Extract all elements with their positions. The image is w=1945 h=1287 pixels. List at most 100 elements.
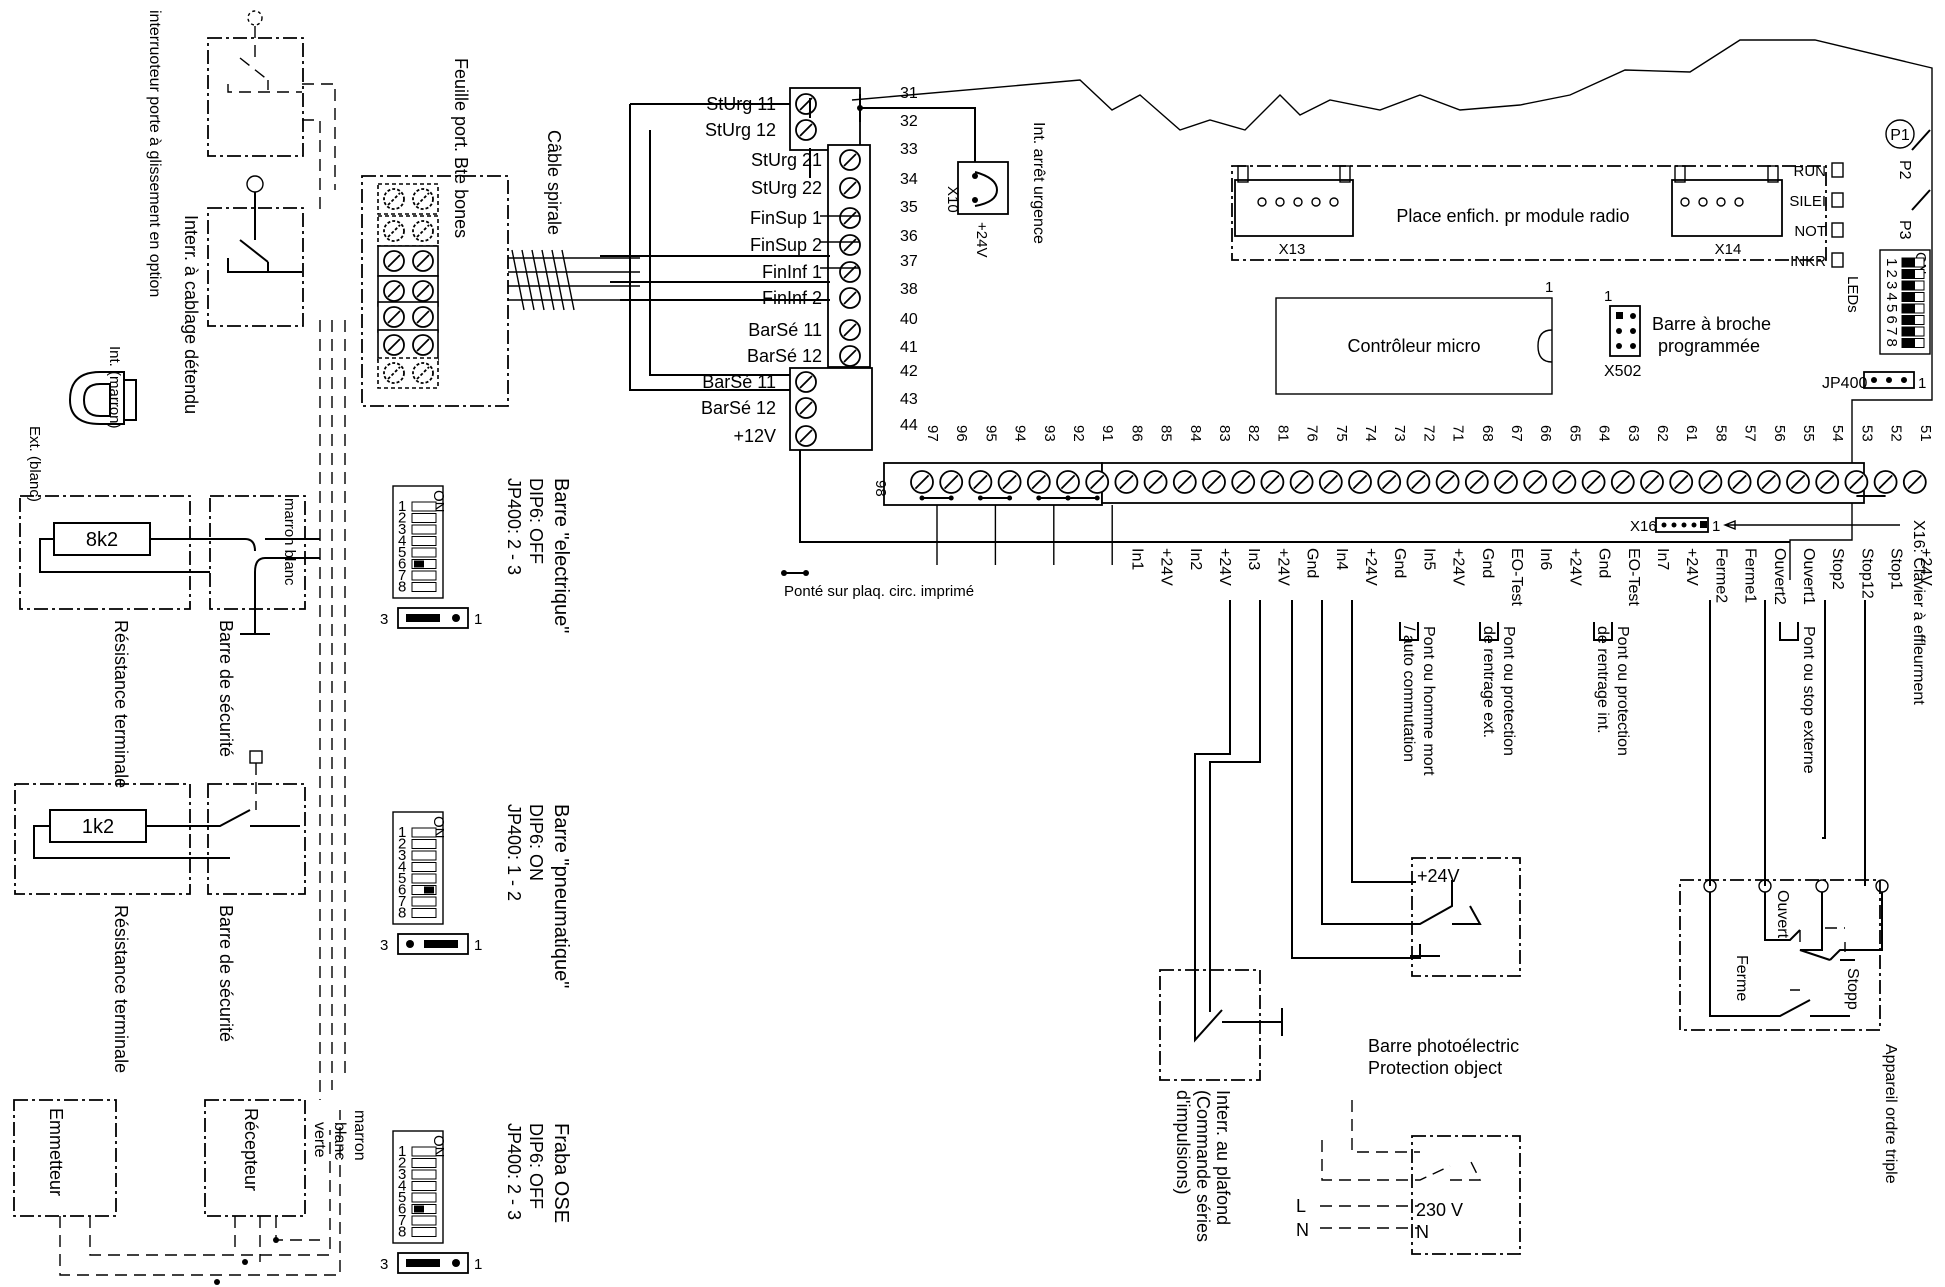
bottom-terminal-85: 85+24V (1143, 425, 1175, 586)
ponte-legend: Ponté sur plaq. circ. imprimé (781, 570, 974, 600)
terminal-label: +24V (1566, 548, 1583, 586)
terminal-number: 41 (900, 339, 918, 356)
screw-terminal (795, 397, 817, 419)
terminal-number: 31 (900, 85, 918, 102)
terminal-number: 84 (1187, 425, 1204, 442)
x16-desc: X16: Clavier à effleurment (1910, 520, 1927, 705)
pcb-outline (799, 39, 1933, 580)
terminal-label: In3 (1245, 548, 1262, 570)
screw-terminal (839, 345, 861, 367)
bumper-switch-icon: Int. (marron) Ext. (blanc) (26, 346, 137, 502)
bottom-terminal-92: 92 (1056, 425, 1087, 494)
terminal-label: In2 (1187, 548, 1204, 570)
dip-number: 3 (398, 1166, 406, 1183)
screw-terminal (968, 470, 993, 494)
mode-jp: JP400: 2 - 3 (504, 478, 524, 575)
terminal-number: 37 (900, 253, 918, 270)
terminal-number: 33 (900, 141, 918, 158)
dip-number: 8 (398, 579, 406, 596)
terminal-label-2: Résistance terminale (111, 905, 131, 1073)
p1-label: P1 (1890, 127, 1910, 144)
terminal-35: FinSup 135 (750, 199, 918, 229)
terminal-label: +24V (1362, 548, 1379, 586)
screw-terminal (383, 334, 405, 356)
screw-terminal (1786, 470, 1810, 494)
screw-terminal (412, 334, 434, 356)
screw-terminal (1260, 470, 1285, 494)
screw-terminal (383, 362, 405, 384)
dip-number: 1 (398, 1143, 406, 1160)
led-icon (1831, 192, 1844, 208)
screw-terminal (1698, 470, 1723, 494)
terminal-number: 36 (900, 228, 918, 245)
bottom-terminal-94: 94 (997, 425, 1029, 494)
n-label: N (1416, 1222, 1429, 1242)
terminal-label: BarSé 12 (701, 398, 776, 418)
terminal-number: 93 (1041, 425, 1058, 442)
terminal-number: 54 (1829, 425, 1846, 442)
terminal-label: BarSé 11 (702, 372, 776, 392)
screw-terminal (1494, 470, 1518, 494)
terminal-number: 56 (1771, 425, 1788, 442)
screw-terminal (1318, 470, 1343, 494)
x14-label: X14 (1715, 241, 1742, 258)
led-label: SILEI (1789, 193, 1826, 210)
terminal-37: FinInf 137 (762, 253, 918, 283)
jp400-pin: 1 (1918, 375, 1926, 392)
p2-label: P2 (1896, 160, 1913, 180)
dip-number: 2 (398, 1155, 406, 1172)
led-label: RUN (1794, 163, 1827, 180)
bottom-terminal-65: 65+24V (1552, 425, 1583, 586)
x16-connector: X16 1 X16: Clavier à effleurment (1630, 517, 1927, 705)
screw-terminal (939, 470, 964, 494)
jp-1: 1 (474, 937, 482, 954)
terminal-number: 57 (1742, 425, 1759, 442)
bottom-terminal-61: 61+24V (1669, 425, 1700, 586)
terminal-label: Gnd (1596, 548, 1613, 578)
terminal-number: 58 (1712, 425, 1729, 442)
screw-terminal (383, 188, 405, 210)
screw-terminal (795, 425, 817, 447)
x16-pin: 1 (1712, 518, 1720, 535)
terminal-label: Ferme1 (1742, 548, 1759, 603)
photo-24v: +24V (1417, 866, 1460, 886)
terminal-number: 62 (1654, 425, 1671, 442)
bridge-note: Pont ou homme mort/ auto commutation (1399, 622, 1437, 776)
dip-number: 4 (398, 859, 406, 876)
screw-terminal (1172, 470, 1197, 494)
terminal-label: Gnd (1391, 548, 1408, 578)
terminal-number: 86 (1128, 425, 1145, 442)
terminal-number: 81 (1274, 425, 1291, 442)
screw-terminal (839, 177, 861, 199)
screw-terminal (383, 250, 405, 272)
terminal-label: In7 (1654, 548, 1671, 570)
terminal-number: 82 (1245, 425, 1262, 442)
leds-title: LEDs (1844, 276, 1861, 313)
bridge-note: Pont ou stop externe (1779, 622, 1817, 774)
bridge-label: Pont ou homme mort (1420, 626, 1437, 776)
dip-number: 3 (1883, 281, 1900, 289)
slack-cable-label: Interr. à cablage détendu (181, 215, 201, 414)
terminal-number: 42 (900, 363, 918, 380)
jp400: JP400 1 (1822, 371, 1926, 392)
jp-1: 1 (474, 1256, 482, 1273)
screw-terminal (1610, 470, 1635, 494)
screw-terminal (1464, 470, 1489, 494)
screw-terminal (383, 280, 405, 302)
